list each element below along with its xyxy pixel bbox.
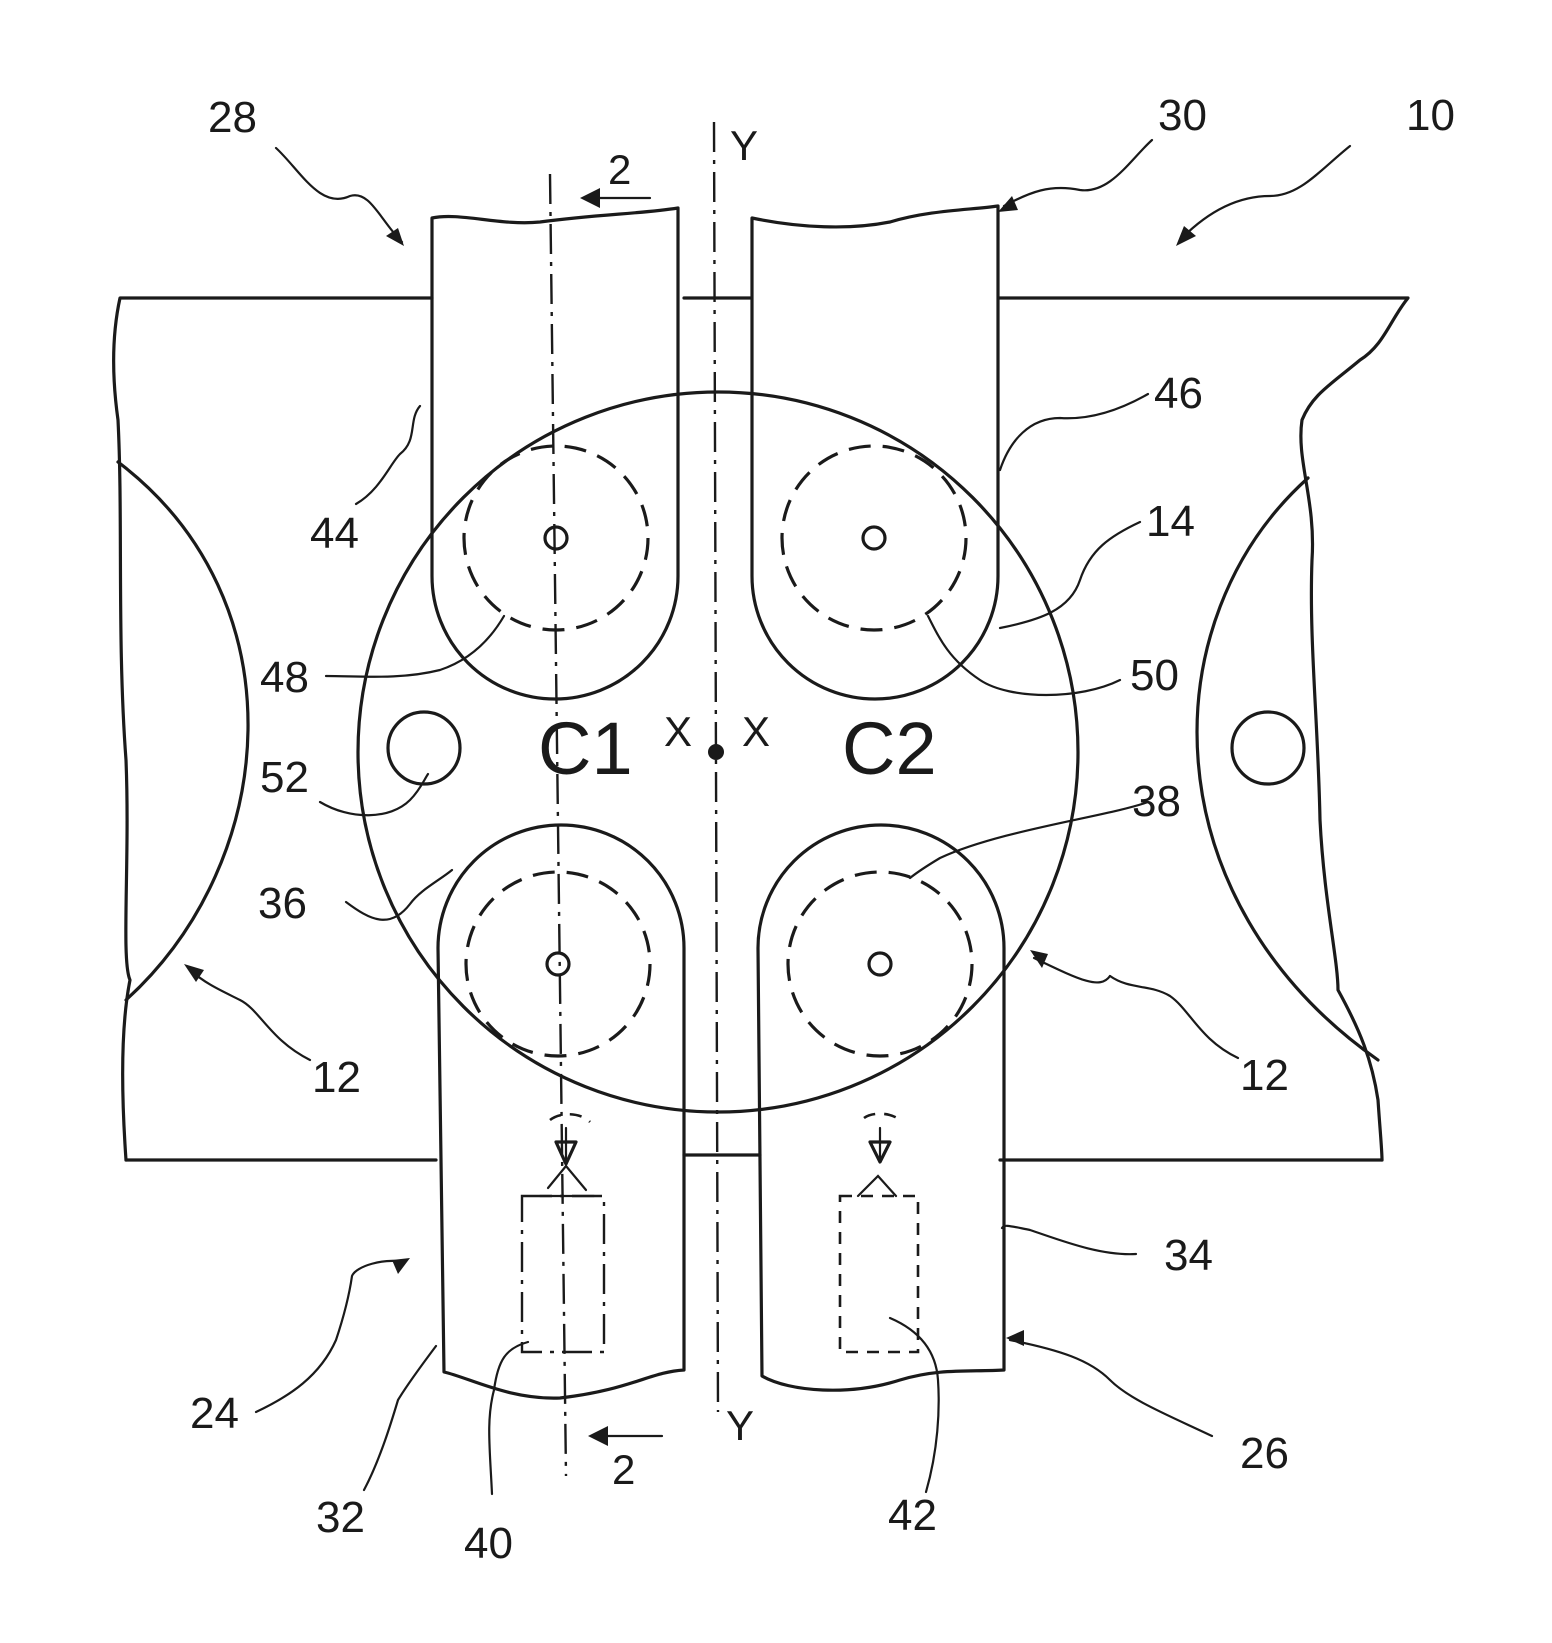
label-34: 34	[1164, 1231, 1213, 1280]
pin-50	[782, 446, 966, 630]
label-12-right: 12	[1240, 1051, 1289, 1100]
label-46: 46	[1154, 369, 1203, 418]
arrowhead-28	[386, 228, 404, 246]
label-28: 28	[208, 93, 257, 142]
hole-right	[1232, 712, 1304, 784]
pin-38	[788, 872, 972, 1056]
label-axis-y-bottom: Y	[726, 1402, 754, 1449]
label-44: 44	[310, 509, 359, 558]
label-42: 42	[888, 1491, 937, 1540]
label-14: 14	[1146, 497, 1195, 546]
arrowhead-24	[392, 1258, 410, 1274]
label-50: 50	[1130, 651, 1179, 700]
section-arrow-bottom-head	[588, 1426, 608, 1446]
label-24: 24	[190, 1389, 239, 1438]
arrowhead-26	[1006, 1330, 1024, 1346]
hole-52-left	[388, 712, 460, 784]
pin-center-38	[869, 953, 891, 975]
lower-right-leg	[758, 825, 1004, 1390]
label-axis-x-left: X	[664, 708, 692, 755]
label-axis-x-right: X	[742, 708, 770, 755]
label-section-2-bottom: 2	[612, 1446, 635, 1493]
label-30: 30	[1158, 91, 1207, 140]
upper-right-leg	[752, 206, 998, 699]
lower-left-leg	[438, 825, 684, 1398]
label-32: 32	[316, 1493, 365, 1542]
label-52: 52	[260, 753, 309, 802]
arrowhead-30	[998, 196, 1018, 212]
label-36: 36	[258, 879, 307, 928]
label-section-2-top: 2	[608, 146, 631, 193]
label-10: 10	[1406, 91, 1455, 140]
arrowhead-12-right	[1030, 950, 1048, 968]
label-zone-c1: C1	[538, 707, 633, 790]
label-48: 48	[260, 653, 309, 702]
component-42	[840, 1114, 918, 1352]
pin-center-48	[545, 527, 567, 549]
label-axis-y-top: Y	[730, 122, 758, 169]
right-arc	[1197, 478, 1378, 1060]
label-26: 26	[1240, 1429, 1289, 1478]
label-40: 40	[464, 1519, 513, 1568]
pin-center-50	[863, 527, 885, 549]
axis-yy	[714, 122, 718, 1412]
left-arc	[118, 462, 248, 1000]
pin-center-36	[547, 953, 569, 975]
label-12-left: 12	[312, 1053, 361, 1102]
section-arrow-top-head	[580, 188, 600, 208]
axis-center-point	[708, 744, 724, 760]
label-38: 38	[1132, 777, 1181, 826]
label-zone-c2: C2	[842, 707, 937, 790]
